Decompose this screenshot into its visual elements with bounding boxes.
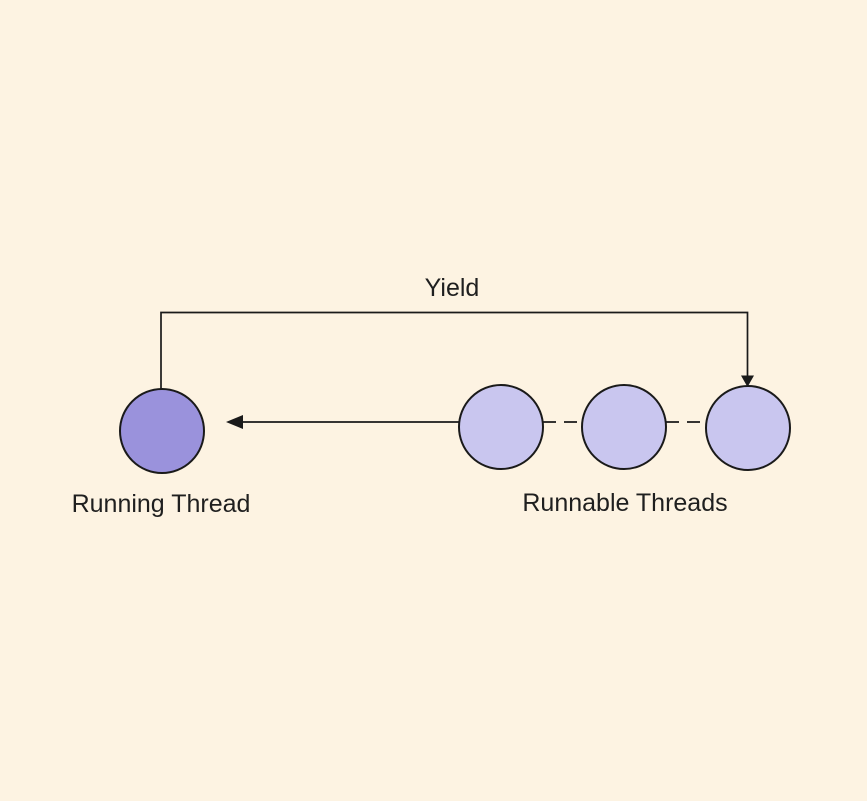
- left-arrowhead-icon: [226, 415, 243, 429]
- runnable-threads-label: Runnable Threads: [522, 489, 728, 517]
- runnable-thread-circle-2: [581, 384, 667, 470]
- running-thread-circle: [119, 388, 205, 474]
- running-thread-label: Running Thread: [71, 490, 251, 518]
- down-arrowhead-icon: [741, 375, 754, 387]
- runnable-thread-circle-3: [705, 385, 791, 471]
- yield-label: Yield: [424, 274, 480, 302]
- yield-connector-line: [160, 311, 749, 390]
- runnable-thread-circle-1: [458, 384, 544, 470]
